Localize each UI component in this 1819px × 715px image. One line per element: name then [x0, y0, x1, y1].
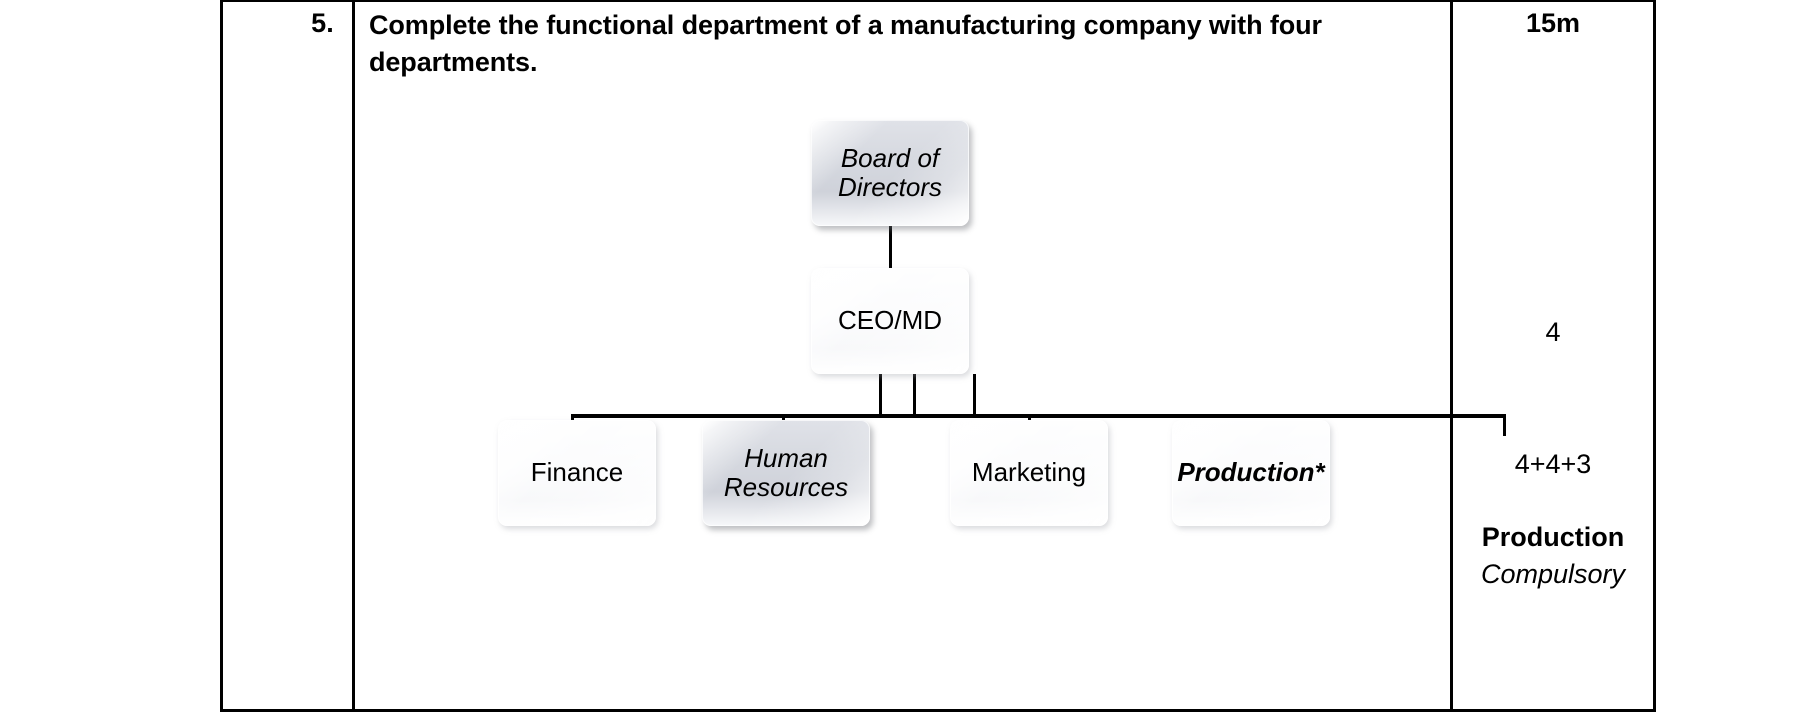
connector-board-to-ceo — [889, 226, 892, 276]
connector-ceo-stub-1 — [879, 374, 882, 418]
connector-ceo-stub-2 — [913, 374, 916, 418]
org-node-marketing[interactable]: Marketing — [950, 420, 1108, 526]
marks-cell: 15m 4 4+4+3 Production Compulsory — [1453, 2, 1653, 709]
marks-value-2: 4+4+3 — [1514, 449, 1592, 479]
marks-duration: 15m — [1525, 8, 1581, 38]
question-number-cell: 5. — [223, 2, 355, 709]
org-node-marketing-label: Marketing — [971, 457, 1087, 488]
org-node-production-label: Production* — [1177, 457, 1325, 488]
marks-note-subtitle: Compulsory — [1480, 559, 1626, 589]
question-number: 5. — [311, 8, 334, 38]
connector-drop-production — [1503, 414, 1506, 436]
marks-note-title: Production — [1481, 522, 1625, 552]
org-node-ceo-md-label: CEO/MD — [838, 305, 942, 336]
marks-value-1: 4 — [1545, 317, 1561, 347]
question-text: Complete the functional department of a … — [369, 10, 1322, 78]
org-node-finance-label: Finance — [530, 457, 624, 488]
connector-ceo-stub-3 — [973, 374, 976, 418]
org-node-production[interactable]: Production* — [1172, 420, 1330, 526]
org-node-finance[interactable]: Finance — [498, 420, 656, 526]
org-node-ceo-md[interactable]: CEO/MD — [811, 268, 969, 374]
connector-horizontal-bus — [571, 414, 1506, 418]
question-body-cell: Complete the functional department of a … — [355, 2, 1506, 709]
question-table: 5. Complete the functional department of… — [220, 0, 1656, 712]
